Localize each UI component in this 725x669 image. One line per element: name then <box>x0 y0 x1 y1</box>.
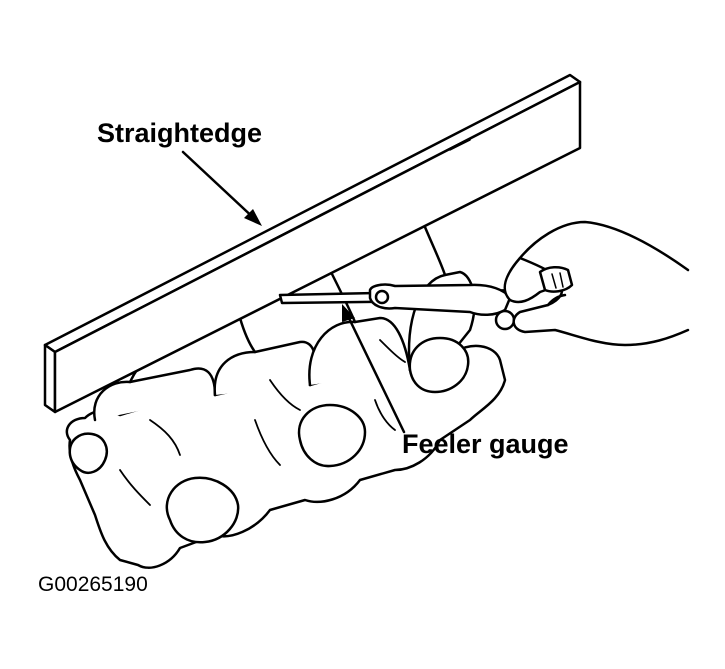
straightedge-label: Straightedge <box>97 118 263 148</box>
intake-port-3 <box>408 336 470 394</box>
thumb <box>538 266 574 293</box>
figure-id: G00265190 <box>38 573 148 596</box>
hand <box>503 220 690 347</box>
feeler-gauge-pivot <box>374 289 390 305</box>
straightedge <box>43 73 582 414</box>
leader-lines <box>181 150 406 434</box>
straightedge-side-face <box>53 80 582 414</box>
straightedge-leader <box>181 150 260 224</box>
intake-port-2 <box>297 403 367 468</box>
intake-port-4 <box>68 432 109 474</box>
feeler-gauge-ring <box>494 309 516 331</box>
straightedge-arrowhead <box>244 209 262 226</box>
feeler-gauge <box>278 283 524 331</box>
intake-port-1 <box>165 476 240 544</box>
feeler-gauge-holder <box>368 283 512 316</box>
feeler-gauge-leader <box>343 308 406 434</box>
feeler-gauge-label: Feeler gauge <box>402 429 569 459</box>
hand-outline <box>503 220 690 347</box>
straightedge-front-face <box>43 343 57 414</box>
feeler-gauge-arrowhead <box>342 304 355 322</box>
